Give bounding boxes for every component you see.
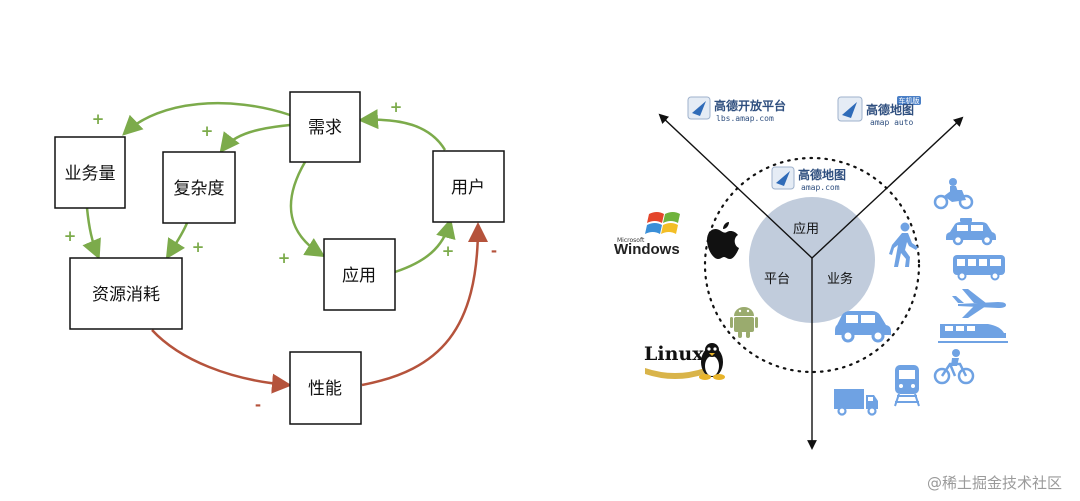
truck-icon — [834, 389, 878, 416]
high-speed-train-icon — [938, 324, 1008, 343]
amap-auto-name: 高德地图 — [866, 102, 914, 117]
platform-diagram: 应用 平台 业务 高德开放平台 lbs.amap.com 车机版 高德地图 am… — [614, 96, 1008, 450]
node-business-volume: 业务量 — [54, 136, 126, 209]
dotted-ecosystem-circle — [703, 156, 921, 374]
sign-plus: + — [390, 98, 403, 116]
node-demand-label: 需求 — [308, 118, 342, 138]
arrow-application-to-user — [394, 218, 456, 274]
car-icon — [835, 311, 891, 343]
sign-plus: + — [442, 242, 455, 260]
axis-platform — [658, 113, 813, 259]
node-demand: 需求 — [289, 91, 361, 163]
axis-business — [811, 116, 964, 259]
amap-name: 高德地图 — [798, 167, 846, 182]
navigation-arrow-icon — [842, 102, 857, 118]
apple-icon — [707, 222, 739, 259]
motorcycle-icon — [933, 178, 974, 210]
walking-person-icon — [889, 222, 918, 267]
sign-minus: - — [255, 396, 261, 414]
sign-plus: + — [64, 227, 77, 245]
airplane-icon — [952, 289, 1006, 318]
taxi-icon — [946, 218, 996, 246]
amap-auto-badge: 车机版 — [899, 96, 920, 105]
node-application-label: 应用 — [342, 266, 376, 286]
sign-plus: + — [278, 249, 291, 267]
arrow-business-volume-to-resource — [82, 207, 101, 260]
arrow-demand-to-business-volume — [122, 102, 291, 136]
center-label-platform: 平台 — [764, 272, 790, 287]
windows-flag-icon — [645, 212, 680, 234]
node-resource-consumption: 资源消耗 — [69, 257, 183, 330]
center-label-app: 应用 — [793, 221, 819, 237]
arrow-performance-to-user — [361, 222, 488, 387]
amap-open-platform-url: lbs.amap.com — [716, 114, 774, 123]
amap-auto-sub: amap auto — [870, 118, 914, 127]
amap-auto-logo: 车机版 高德地图 amap auto — [837, 96, 921, 127]
navigation-arrow-icon — [692, 101, 706, 116]
node-performance: 性能 — [289, 351, 362, 425]
arrow-demand-to-complexity — [219, 123, 291, 154]
amap-url: amap.com — [801, 183, 840, 192]
windows-label: Windows — [614, 241, 680, 258]
arrow-resource-to-performance — [151, 329, 292, 394]
node-application: 应用 — [323, 238, 396, 311]
center-label-business: 业务 — [827, 271, 853, 287]
node-complexity-label: 复杂度 — [174, 179, 225, 199]
node-business-volume-label: 业务量 — [65, 164, 116, 184]
node-user-label: 用户 — [451, 178, 485, 198]
causal-loop-diagram: 需求 业务量 复杂度 用户 应用 资源消耗 性能 + + + + — [54, 91, 505, 425]
windows-microsoft-label: Microsoft — [617, 237, 645, 244]
amap-open-platform-name: 高德开放平台 — [714, 98, 786, 113]
arrow-user-to-demand — [358, 109, 447, 151]
android-icon — [730, 307, 758, 338]
node-user: 用户 — [432, 150, 505, 223]
sign-plus: + — [92, 110, 105, 128]
navigation-arrow-icon — [776, 171, 790, 186]
node-resource-label: 资源消耗 — [92, 285, 160, 305]
windows-logo: Microsoft Windows — [614, 212, 680, 258]
linux-tux-icon — [699, 343, 725, 380]
amap-open-platform-logo: 高德开放平台 lbs.amap.com — [687, 96, 786, 123]
watermark: @稀土掘金技术社区 — [926, 474, 1062, 492]
sign-plus: + — [192, 238, 205, 256]
node-performance-label: 性能 — [308, 379, 342, 399]
bicycle-icon — [933, 349, 975, 385]
arrow-demand-to-application — [289, 161, 326, 258]
amap-logo: 高德地图 amap.com — [771, 166, 846, 192]
linux-label: Linux — [644, 343, 704, 365]
linux-logo: Linux — [644, 343, 725, 380]
bus-icon — [953, 255, 1005, 281]
sign-plus: + — [201, 122, 214, 140]
node-complexity: 复杂度 — [162, 151, 236, 224]
sign-minus: - — [491, 242, 497, 260]
arrow-complexity-to-resource — [165, 222, 189, 260]
metro-icon — [894, 365, 920, 407]
